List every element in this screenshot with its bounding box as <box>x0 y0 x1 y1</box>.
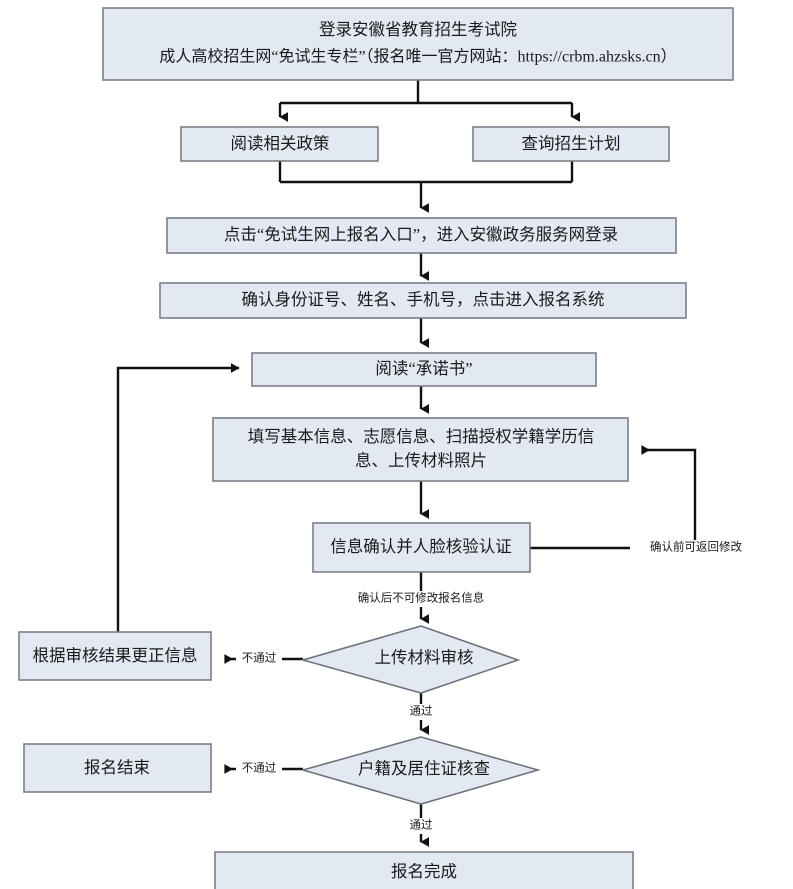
node-confirm-face[interactable] <box>312 522 531 573</box>
connector-correct-to-commitment-loop <box>116 363 240 632</box>
node-read-commitment-label: 阅读“承诺书” <box>375 359 472 378</box>
edge-label-fail-household: 不通过 <box>242 762 277 775</box>
node-click-entry-label: 点击“免试生网上报名入口”，进入安徽政务服务网登录 <box>224 225 618 244</box>
node-click-entry[interactable] <box>166 217 677 254</box>
node-query-plan[interactable] <box>472 126 670 162</box>
node-fill-info-line2: 息、上传材料照片 <box>355 451 487 470</box>
node-read-policy-label: 阅读相关政策 <box>231 134 330 153</box>
edge-label-fail-material: 不通过 <box>242 652 277 665</box>
node-read-policy[interactable] <box>180 126 379 162</box>
node-read-commitment[interactable] <box>251 352 597 387</box>
node-registration-end-label: 报名结束 <box>84 758 150 777</box>
edge-label-backdrop-fail-material <box>236 651 282 667</box>
node-confirm-identity-label: 确认身份证号、姓名、手机号，点击进入报名系统 <box>242 290 605 309</box>
node-confirm-face-label: 信息确认并人脸核验认证 <box>330 537 512 556</box>
node-query-plan-label: 查询招生计划 <box>522 134 621 153</box>
decision-household-check[interactable] <box>300 736 541 805</box>
edge-label-can-return-before-confirm: 确认前可返回修改 <box>650 540 742 554</box>
decision-household-check-label: 户籍及居住证核查 <box>358 759 490 778</box>
decision-material-review-label: 上传材料审核 <box>375 648 474 667</box>
node-start-portal-line1: 登录安徽省教育招生考试院 <box>319 20 517 39</box>
node-start-portal-line2: 成人高校招生网“免试生专栏”（报名唯一官方网站：https://crbm.ahz… <box>159 48 676 66</box>
node-fill-info[interactable] <box>212 417 629 482</box>
node-correct-info[interactable] <box>18 631 212 681</box>
node-registration-end[interactable] <box>23 743 212 793</box>
node-confirm-identity[interactable] <box>159 282 687 319</box>
edge-label-backdrop-return <box>630 540 758 556</box>
connector-return-before-confirm-loop <box>530 445 697 550</box>
edge-label-cannot-modify-after-confirm: 确认后不可修改报名信息 <box>358 591 485 605</box>
node-correct-info-label: 根据审核结果更正信息 <box>33 646 198 665</box>
node-fill-info-line1: 填写基本信息、志愿信息、扫描授权学籍学历信 <box>248 427 595 446</box>
edge-label-backdrop-cannot-modify <box>340 591 502 607</box>
edge-label-pass-material: 通过 <box>410 705 433 718</box>
node-registration-done-label: 报名完成 <box>391 862 457 881</box>
edge-label-pass-household: 通过 <box>410 819 433 832</box>
edge-label-backdrop-pass-household <box>403 818 439 834</box>
edge-label-backdrop-pass-material <box>403 704 439 720</box>
node-start-portal[interactable] <box>102 7 734 81</box>
decision-material-review[interactable] <box>300 625 521 694</box>
node-registration-done[interactable] <box>214 851 634 889</box>
edge-label-backdrop-fail-household <box>236 761 282 777</box>
